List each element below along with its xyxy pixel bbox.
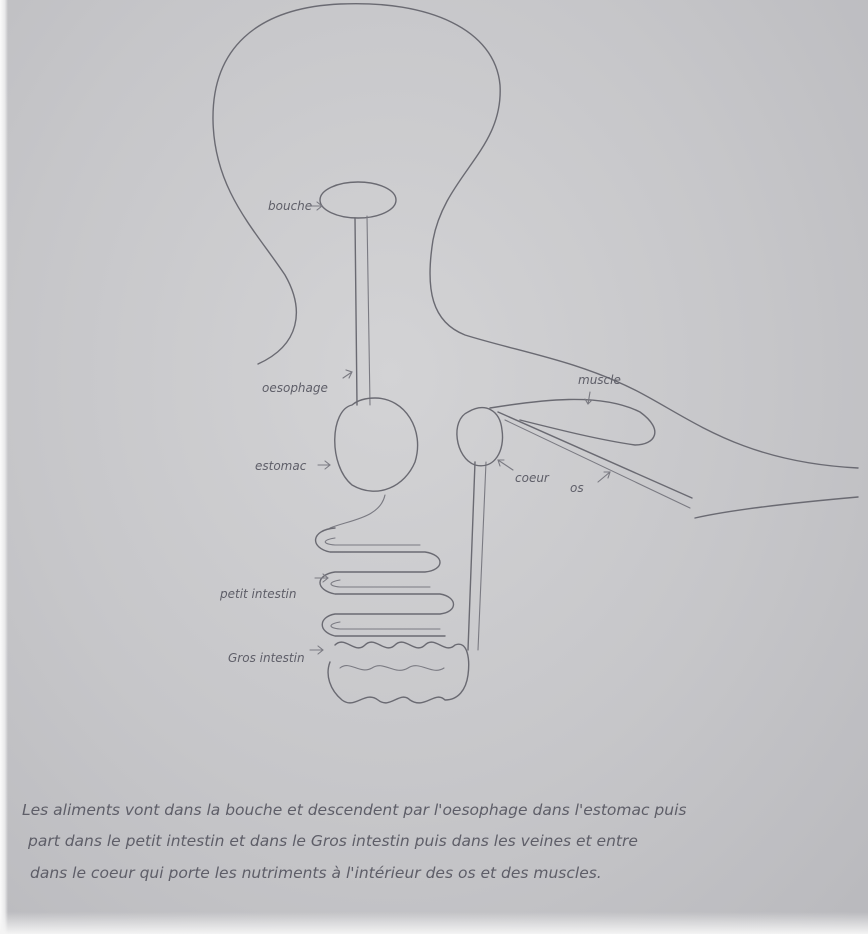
stomach-outlet [330,495,385,528]
arm-bone [498,412,692,498]
arrow-oesophage [343,370,352,378]
label-oesophage: oesophage [262,381,328,395]
body-outline [213,4,858,468]
arrow-coeur [498,460,513,470]
small-intestine-coils [316,528,454,636]
caption-line-2: part dans le petit intestin et dans le G… [27,832,638,850]
label-estomac: estomac [255,459,307,473]
label-coeur: coeur [515,471,550,485]
arrow-muscle [585,392,592,404]
large-intestine-inner [340,666,444,671]
arm-outline [695,497,858,518]
arm-muscle [490,399,655,445]
oesophagus-tube-wall [367,216,370,405]
heart-shape [457,408,503,466]
caption-line-3: dans le coeur qui porte les nutriments à… [30,864,602,882]
label-gros-intestin: Gros intestin [228,651,305,665]
arm-bone-inner [505,420,690,508]
stomach-shape [335,398,418,491]
label-bouche: bouche [268,199,312,213]
vein-to-heart [468,462,475,650]
large-intestine-shape [328,642,469,703]
label-os: os [570,481,584,495]
arrow-os [598,472,610,482]
label-muscle: muscle [578,373,621,387]
caption-line-1: Les aliments vont dans la bouche et desc… [22,801,686,819]
arrow-gros-intestin [310,646,323,654]
arrow-estomac [318,461,330,469]
label-petit-intestin: petit intestin [219,587,296,601]
vein-to-heart-wall [478,462,486,650]
oesophagus-tube [355,218,357,405]
mouth-shape [320,182,396,218]
paper-bottom-edge [0,912,868,934]
